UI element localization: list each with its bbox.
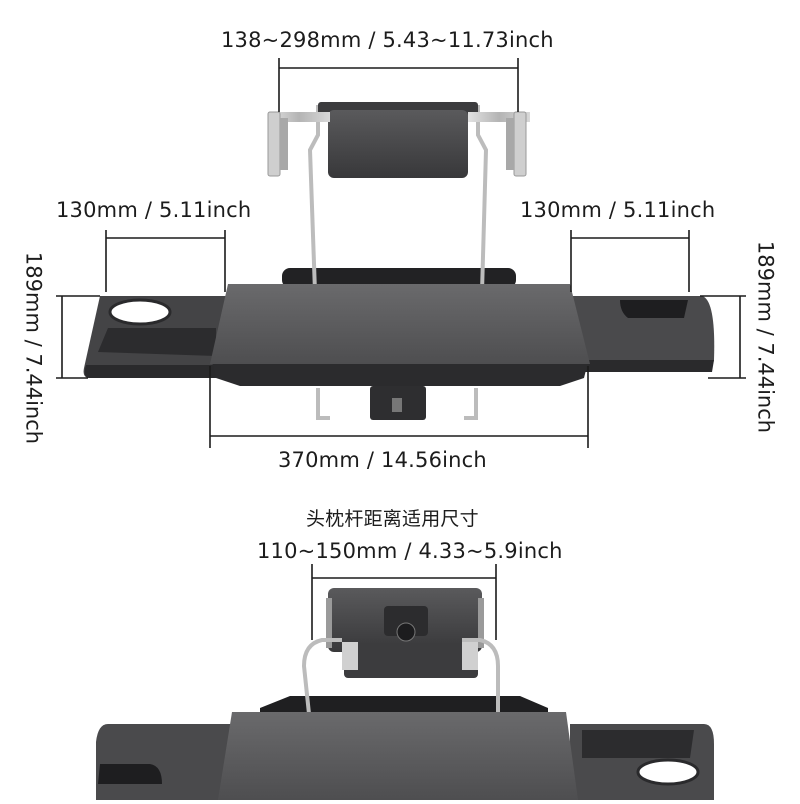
left-grip-pad xyxy=(267,111,281,177)
left-height-line xyxy=(56,295,100,379)
bottom-left-tray-slot xyxy=(98,764,162,784)
right-grip-inner xyxy=(506,118,514,170)
left-height-label: 189mm / 7.44inch xyxy=(21,251,46,445)
headrest-title: 头枕杆距离适用尺寸 xyxy=(306,508,479,530)
bottom-main-board xyxy=(218,712,578,800)
dimension-lines xyxy=(56,58,746,640)
main-board xyxy=(210,284,590,364)
board-underside xyxy=(212,362,588,386)
board-width-line xyxy=(209,366,589,448)
right-tray-width-line xyxy=(570,230,690,292)
headrest-range-label: 110~150mm / 4.33~5.9inch xyxy=(257,539,563,563)
left-tray-width-line xyxy=(105,230,226,292)
bottom-right-tray-slot xyxy=(582,730,694,758)
mount-screw-icon xyxy=(396,622,416,642)
left-tray-slot xyxy=(98,328,216,356)
phone-holder-clamp xyxy=(328,110,468,178)
right-tray-slot xyxy=(620,300,688,318)
left-tray-edge xyxy=(84,365,233,378)
bottom-left-tray xyxy=(96,724,236,800)
bottom-right-rod xyxy=(462,638,500,800)
left-extension-arm xyxy=(268,112,330,122)
right-height-line xyxy=(700,295,746,379)
headrest-clamp-right-pad xyxy=(462,642,478,670)
mount-knob xyxy=(392,398,402,412)
right-bottom-rod xyxy=(464,388,478,420)
rear-shadow-panel xyxy=(282,268,516,288)
bottom-holder-right-edge xyxy=(478,598,484,648)
left-cup-holder-icon xyxy=(108,298,172,326)
right-tray-width-label: 130mm / 5.11inch xyxy=(520,198,716,222)
left-bottom-rod xyxy=(316,388,330,420)
headrest-clamp-left-pad xyxy=(342,642,358,670)
bottom-holder-left-edge xyxy=(326,598,332,648)
top-product-view xyxy=(83,102,715,420)
headrest-range-line xyxy=(311,564,497,640)
right-grip-pad xyxy=(513,111,527,177)
right-extension-arm xyxy=(468,112,530,122)
left-support-rod xyxy=(307,105,320,293)
right-tray-edge xyxy=(572,360,714,372)
bottom-cup-holder-icon xyxy=(636,758,700,786)
holder-range-line xyxy=(278,58,519,112)
bottom-left-rod xyxy=(301,638,342,801)
bottom-product-view xyxy=(96,588,714,801)
bottom-holder-mount xyxy=(384,606,428,636)
bottom-headrest-clamp xyxy=(344,644,478,678)
left-grip-inner xyxy=(280,118,288,170)
left-tray-width-label: 130mm / 5.11inch xyxy=(56,198,252,222)
board-width-label: 370mm / 14.56inch xyxy=(278,448,487,472)
right-support-rod xyxy=(476,105,489,293)
right-height-label: 189mm / 7.44inch xyxy=(753,240,778,434)
holder-range-label: 138~298mm / 5.43~11.73inch xyxy=(221,28,554,52)
